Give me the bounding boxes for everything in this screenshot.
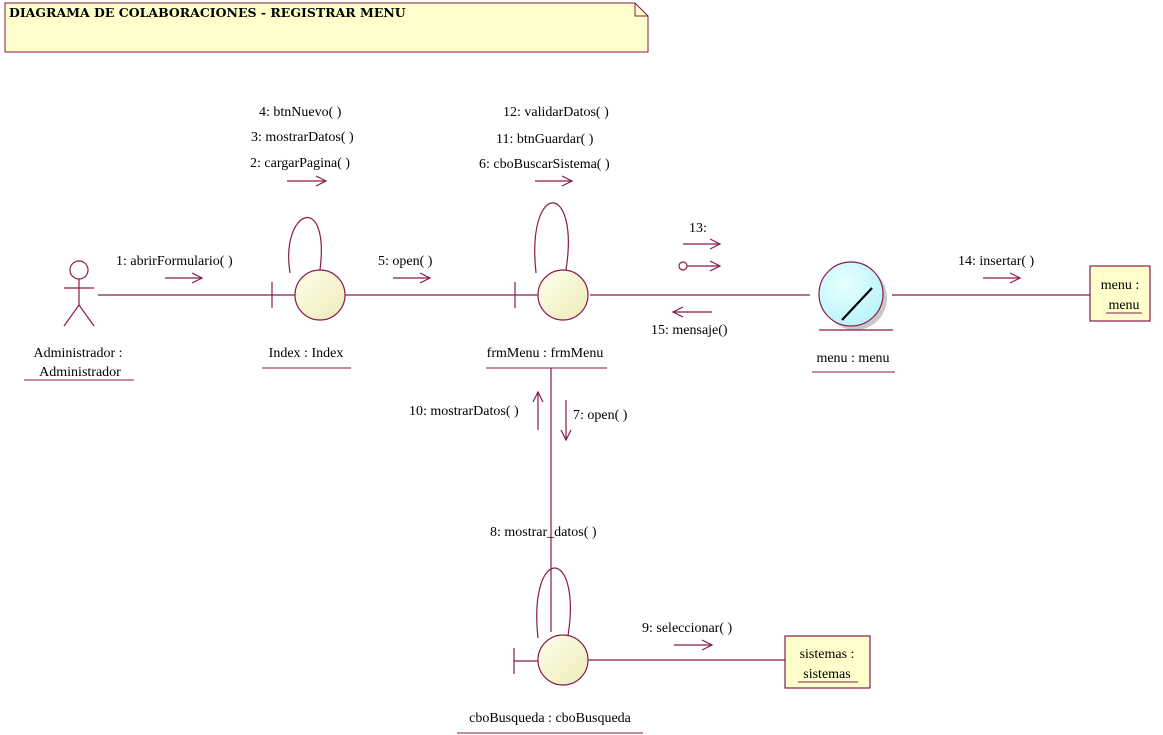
cbobusqueda-label: cboBusqueda : cboBusqueda xyxy=(469,711,632,726)
message-5: 5: open( ) xyxy=(378,254,433,269)
boundary-icon xyxy=(537,269,589,321)
actor-icon xyxy=(63,260,95,327)
message-14: 14: insertar( ) xyxy=(958,254,1035,269)
message-labels: 1: abrirFormulario( ) 4: btnNuevo( ) 3: … xyxy=(116,105,1035,636)
object-sistemas-table[interactable]: sistemas : sistemas xyxy=(784,635,871,689)
menu-table-name: menu : xyxy=(1101,278,1140,293)
message-arrows xyxy=(165,175,1022,651)
message-7: 7: open( ) xyxy=(573,408,628,423)
self-loop-cbo xyxy=(536,567,571,639)
boundary-cbobusqueda[interactable]: cboBusqueda : cboBusqueda xyxy=(457,634,643,734)
entity-icon xyxy=(818,261,884,327)
arrow-m13a xyxy=(683,238,722,250)
boundary-icon xyxy=(294,269,346,321)
arrow-m7 xyxy=(560,400,572,442)
arrow-m14 xyxy=(983,272,1022,284)
message-1: 1: abrirFormulario( ) xyxy=(116,254,233,269)
sistemas-table-class: sistemas xyxy=(803,667,850,682)
index-label: Index : Index xyxy=(269,346,344,361)
message-13: 13: xyxy=(689,221,707,236)
boundary-frmmenu[interactable]: frmMenu : frmMenu xyxy=(486,269,607,369)
message-6: 6: cboBuscarSistema( ) xyxy=(479,157,610,172)
boundary-icon xyxy=(537,634,589,686)
arrow-m15 xyxy=(671,306,712,318)
diagram-title: DIAGRAMA DE COLABORACIONES - REGISTRAR M… xyxy=(9,5,406,20)
message-15: 15: mensaje() xyxy=(651,323,728,338)
menu-table-class: menu xyxy=(1108,298,1139,313)
message-10: 10: mostrarDatos( ) xyxy=(409,404,519,419)
message-2: 2: cargarPagina( ) xyxy=(250,156,350,171)
frmmenu-label: frmMenu : frmMenu xyxy=(487,346,604,361)
links xyxy=(98,202,1090,661)
arrow-m10 xyxy=(532,390,544,430)
arrow-m13b xyxy=(678,260,722,272)
message-4: 4: btnNuevo( ) xyxy=(259,105,342,120)
sistemas-table-name: sistemas : xyxy=(800,647,855,662)
arrow-m2 xyxy=(287,175,328,187)
menu-entity-label: menu : menu xyxy=(816,351,889,366)
message-9: 9: seleccionar( ) xyxy=(642,621,733,636)
self-loop-frmmenu xyxy=(534,202,569,274)
actor-name: Administrador : xyxy=(33,346,122,361)
arrow-m5 xyxy=(393,272,432,284)
boundary-index[interactable]: Index : Index xyxy=(262,269,351,369)
object-menu-table[interactable]: menu : menu xyxy=(1089,265,1151,322)
arrow-m6 xyxy=(535,175,574,187)
entity-menu[interactable]: menu : menu xyxy=(812,261,895,373)
actor-class: Administrador xyxy=(39,365,121,380)
message-3: 3: mostrarDatos( ) xyxy=(251,130,354,145)
arrow-m1 xyxy=(165,272,204,284)
message-12: 12: validarDatos( ) xyxy=(503,105,609,120)
actor-administrador[interactable]: Administrador : Administrador xyxy=(24,260,134,381)
self-loop-index xyxy=(288,216,322,274)
arrow-m9 xyxy=(674,639,714,651)
title-note: DIAGRAMA DE COLABORACIONES - REGISTRAR M… xyxy=(4,2,649,53)
message-8: 8: mostrar_datos( ) xyxy=(490,525,597,540)
message-11: 11: btnGuardar( ) xyxy=(496,132,594,147)
